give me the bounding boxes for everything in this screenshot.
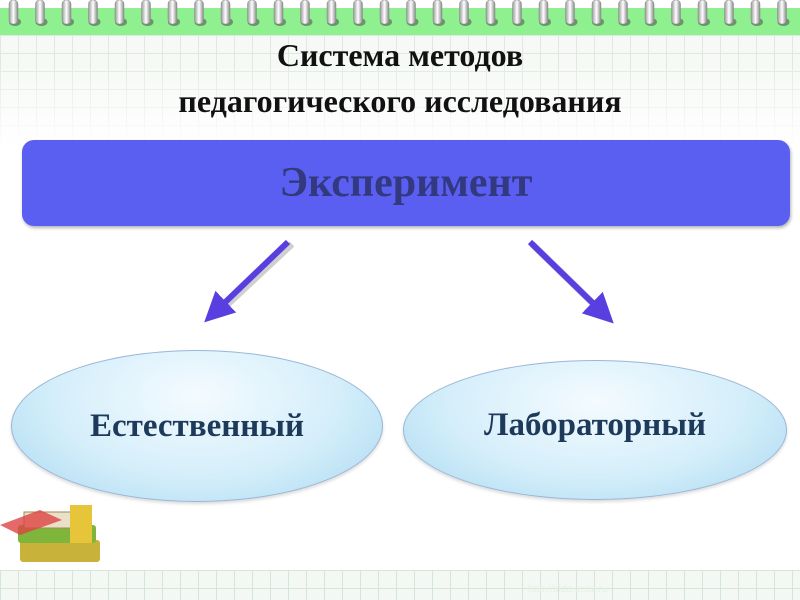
title-line-1: Система методов bbox=[276, 37, 524, 73]
watermark: http://aida.ucoz.ru bbox=[528, 584, 608, 595]
books-icon bbox=[0, 505, 100, 562]
notebook-grid-bottom bbox=[0, 570, 800, 600]
laboratory-label: Лабораторный bbox=[483, 406, 707, 443]
grid-fade bbox=[0, 60, 800, 150]
title-line-2: педагогического исследования bbox=[178, 83, 622, 119]
slide-title: Система методов педагогического исследов… bbox=[0, 32, 800, 124]
natural-experiment-ellipse: Естественный bbox=[11, 350, 383, 502]
laboratory-experiment-ellipse: Лабораторный bbox=[403, 360, 787, 500]
arrow-shadow bbox=[529, 241, 608, 318]
natural-label: Естественный bbox=[89, 407, 305, 444]
banner-label: Эксперимент bbox=[279, 160, 533, 206]
arrow-right-icon bbox=[527, 239, 614, 324]
arrow-left-icon bbox=[204, 239, 291, 323]
green-band bbox=[0, 8, 800, 35]
arrow-shadow bbox=[214, 241, 295, 317]
experiment-banner: Эксперимент bbox=[22, 140, 790, 226]
spiral-rings-icon bbox=[8, 0, 790, 26]
